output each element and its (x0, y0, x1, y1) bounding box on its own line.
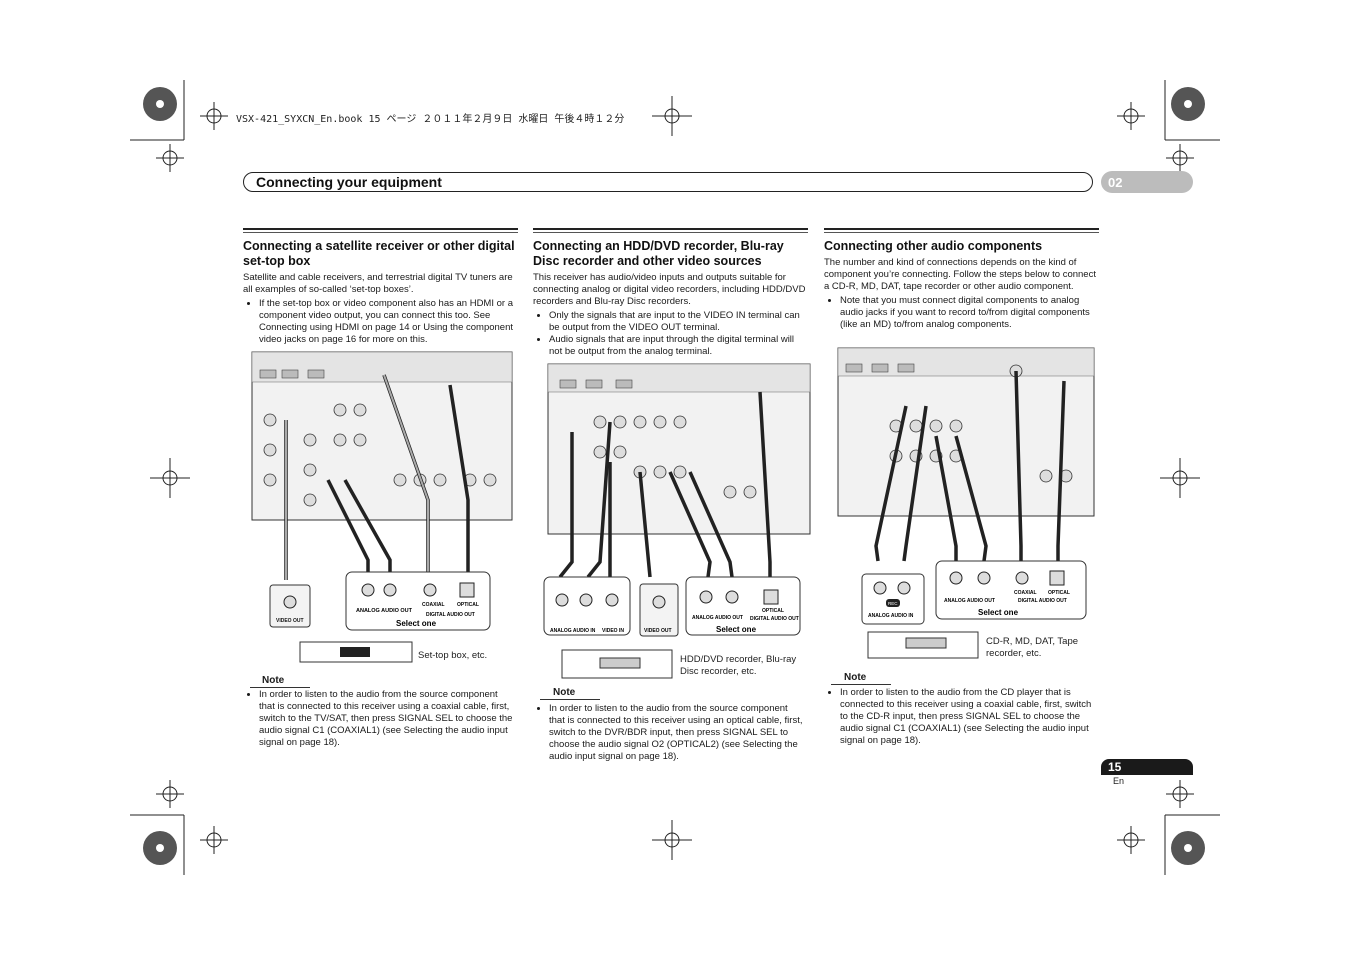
note-rule (250, 687, 310, 688)
bullet: Audio signals that are input through the… (549, 334, 808, 358)
bullet: Only the signals that are input to the V… (549, 310, 808, 334)
jack-label: REC (888, 601, 898, 606)
bullet: If the set-top box or video component al… (259, 298, 518, 346)
jack-label: OPTICAL (762, 608, 784, 614)
section-intro: The number and kind of connections depen… (824, 257, 1096, 292)
section-title: Connecting other audio components (824, 239, 1043, 253)
page-number: 15 (1108, 760, 1122, 774)
note-rule (831, 684, 891, 685)
section-satellite: Connecting a satellite receiver or other… (243, 228, 518, 346)
device-caption: Set-top box, etc. (418, 650, 488, 661)
jack-label: ANALOG AUDIO IN (550, 628, 596, 634)
chapter-number: 02 (1108, 175, 1123, 190)
jack-label: DIGITAL AUDIO OUT (426, 612, 475, 618)
jack-label: ANALOG AUDIO OUT (944, 598, 995, 604)
jack-label: VIDEO OUT (276, 618, 304, 624)
page-title: Connecting your equipment (256, 174, 442, 190)
jack-label: VIDEO OUT (644, 628, 672, 634)
jack-label: COAXIAL (422, 602, 445, 608)
jack-label: OPTICAL (1048, 590, 1070, 596)
jack-label: DIGITAL AUDIO OUT (750, 616, 799, 622)
device-caption: HDD/DVD recorder, Blu-ray Disc recorder,… (680, 654, 797, 677)
page-badge (1101, 759, 1193, 775)
select-label: Select one (396, 619, 437, 628)
page-language: En (1113, 776, 1125, 786)
device-caption: CD-R, MD, DAT, Tape recorder, etc. (986, 636, 1079, 659)
bullet: Note that you must connect digital compo… (840, 295, 1099, 331)
section-audio: Connecting other audio components The nu… (824, 228, 1099, 331)
note-body: In order to listen to the audio from the… (243, 689, 513, 749)
note-rule (540, 699, 600, 700)
note-text: In order to listen to the audio from the… (840, 687, 1094, 747)
jack-label: DIGITAL AUDIO OUT (1018, 598, 1067, 604)
jack-label: VIDEO IN (602, 628, 624, 634)
header-bar (243, 172, 1093, 192)
note-text: In order to listen to the audio from the… (259, 689, 513, 749)
note-text: In order to listen to the audio from the… (549, 703, 803, 763)
jack-label: OPTICAL (457, 602, 479, 608)
select-label: Select one (978, 608, 1019, 617)
jack-label: ANALOG AUDIO OUT (692, 615, 743, 621)
section-intro: This receiver has audio/video inputs and… (533, 272, 806, 307)
note-heading: Note (262, 675, 285, 686)
select-label: Select one (716, 625, 757, 634)
note-body: In order to listen to the audio from the… (533, 703, 803, 763)
jack-label: COAXIAL (1014, 590, 1037, 596)
printer-line: VSX-421_SYXCN_En.book 15 ページ ２０１１年２月９日 水… (236, 114, 625, 125)
section-recorder: Connecting an HDD/DVD recorder, Blu-ray … (533, 228, 808, 358)
section-title: Connecting a satellite receiver or other… (243, 239, 515, 268)
note-heading: Note (553, 687, 576, 698)
note-heading: Note (844, 672, 867, 683)
chapter-tab (1101, 171, 1193, 193)
diagram-audio-components: REC ANALOG AUDIO IN ANALOG AUDIO OUT COA… (837, 347, 1095, 659)
section-title: Connecting an HDD/DVD recorder, Blu-ray … (533, 239, 784, 268)
jack-label: ANALOG AUDIO OUT (356, 608, 413, 614)
section-intro: Satellite and cable receivers, and terre… (243, 272, 513, 295)
note-body: In order to listen to the audio from the… (824, 687, 1094, 747)
diagram-recorder: ANALOG AUDIO IN VIDEO IN VIDEO OUT ANALO… (543, 363, 811, 679)
jack-label: ANALOG AUDIO IN (868, 613, 914, 619)
diagram-settop-box: VIDEO OUT ANALOG AUDIO OUT COAXIAL OPTIC… (251, 351, 513, 663)
